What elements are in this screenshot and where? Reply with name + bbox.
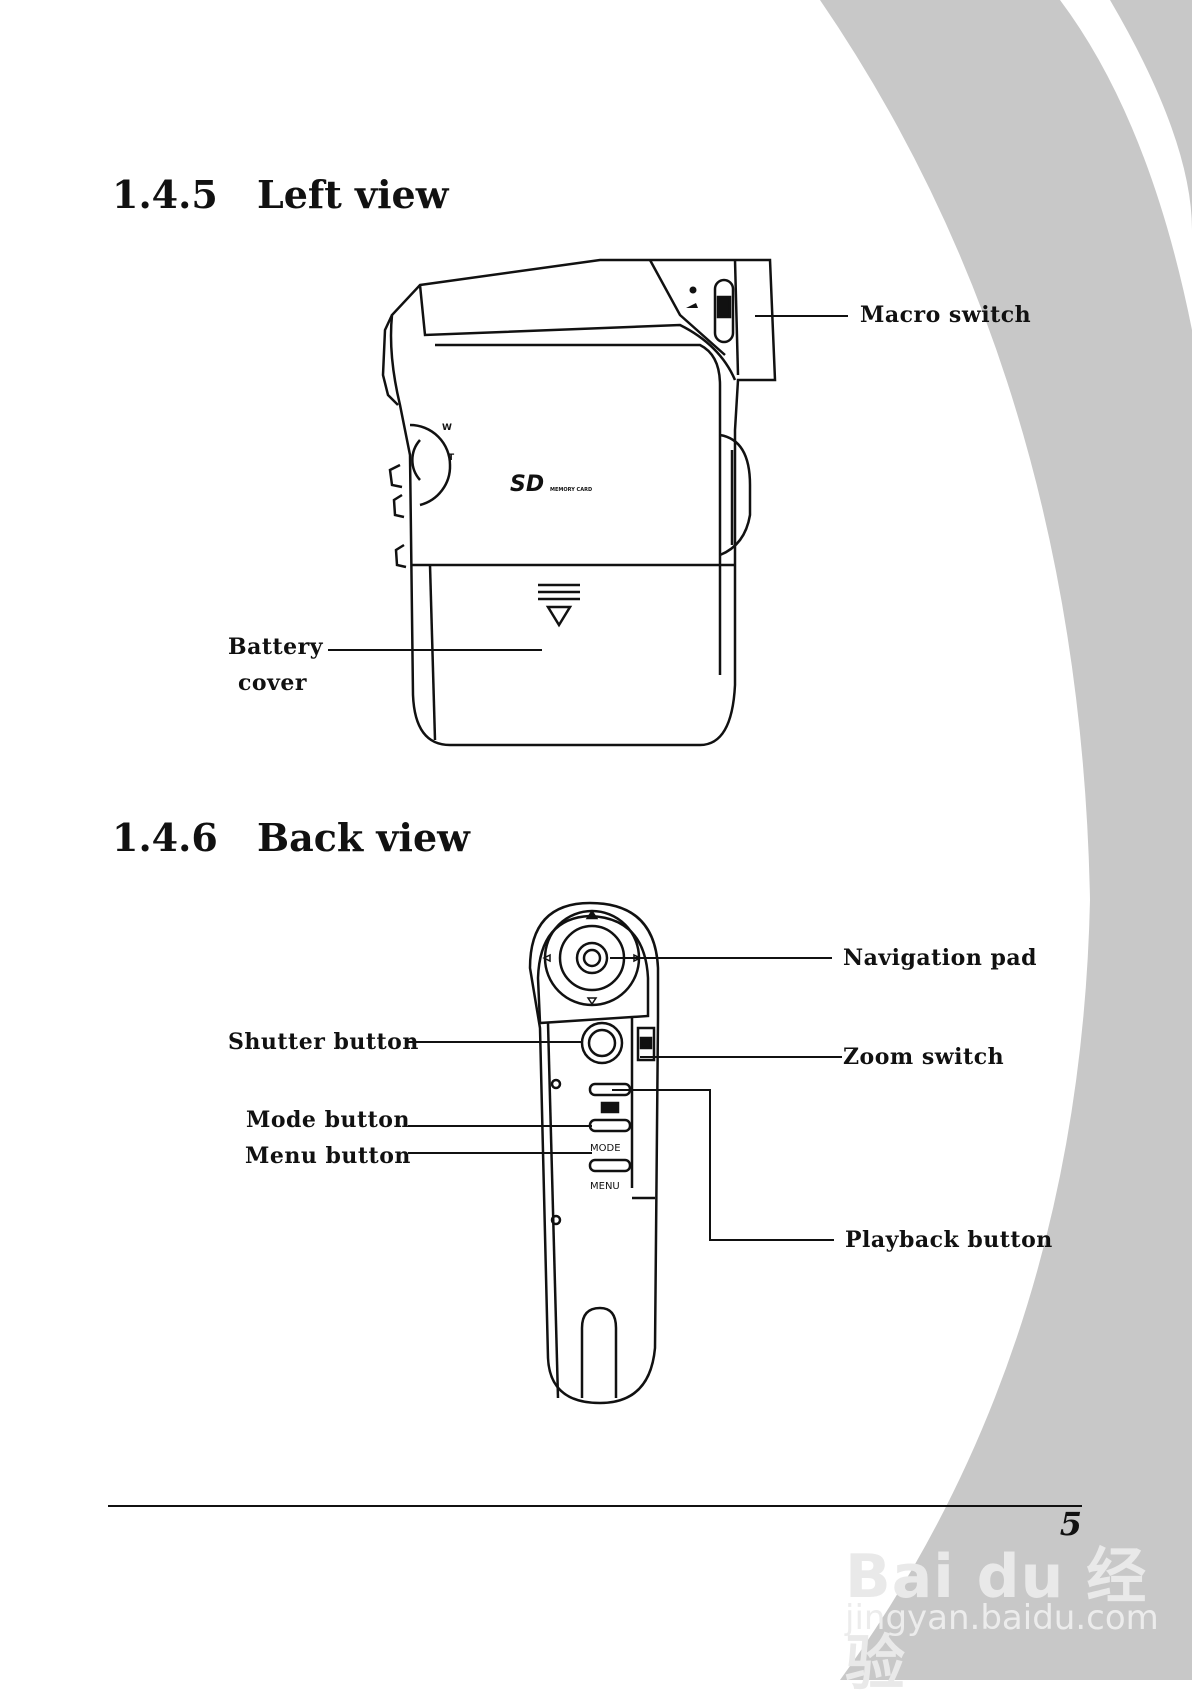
- playback-button-label: Playback button: [845, 1227, 1053, 1253]
- camcorder-back-view-diagram: MODE MENU: [528, 901, 660, 1405]
- dial-t-mark: T: [448, 453, 455, 463]
- camcorder-left-view-diagram: SD MEMORY CARD W T: [381, 258, 777, 747]
- navigation-pad-label: Navigation pad: [843, 945, 1038, 971]
- mode-printed-text: MODE: [590, 1143, 621, 1154]
- page-number: 5: [1059, 1505, 1082, 1543]
- watermark-sub: jingyan.baidu.com: [845, 1598, 1159, 1638]
- footer-rule: [108, 1505, 1082, 1507]
- dial-w-mark: W: [442, 423, 452, 433]
- menu-printed-text: MENU: [590, 1181, 620, 1192]
- macro-switch-label: Macro switch: [860, 302, 1032, 328]
- battery-cover-label-line2: cover: [238, 670, 307, 696]
- zoom-switch-label: Zoom switch: [843, 1044, 1005, 1070]
- battery-cover-label-line1: Battery: [228, 634, 324, 660]
- menu-button-label: Menu button: [245, 1143, 411, 1169]
- sd-logo: SD: [510, 472, 544, 497]
- shutter-button-label: Shutter button: [228, 1029, 419, 1055]
- sd-caption: MEMORY CARD: [550, 487, 592, 493]
- mode-button-label: Mode button: [246, 1107, 410, 1133]
